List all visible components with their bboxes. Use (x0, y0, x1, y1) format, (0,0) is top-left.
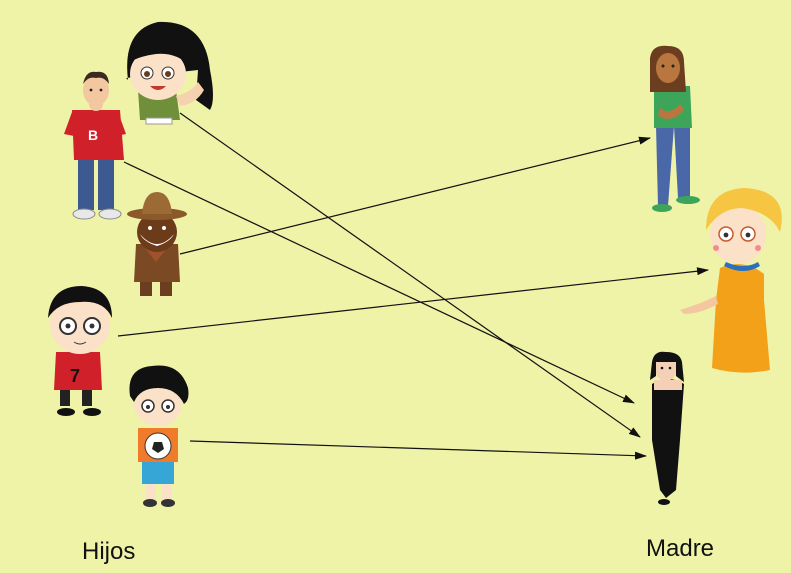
arrow-boy-glasses-to-woman-blonde-orange-dress (117, 267, 709, 337)
child-girl-black-hair[interactable] (126, 21, 213, 125)
mother-woman-black-dress[interactable] (650, 351, 684, 505)
child-boy-red-shirt-b[interactable]: B (64, 71, 126, 220)
arrow-boy-curly-hair-to-woman-black-dress (189, 440, 647, 460)
mothers-label: Madre (646, 535, 715, 562)
arrow-boy-cowboy-hat-to-woman-green-shirt (179, 136, 651, 255)
child-boy-cowboy-hat[interactable] (127, 192, 187, 296)
child-boy-glasses-red-shirt-7[interactable]: 7 (48, 286, 112, 416)
child-boy-curly-hair-soccer-ball[interactable] (129, 365, 189, 507)
shirt-number-7: 7 (70, 366, 80, 386)
children-label: Hijos (82, 538, 136, 565)
mother-woman-blonde-orange-dress[interactable] (680, 188, 782, 373)
shirt-letter-b: B (88, 127, 98, 143)
mother-woman-green-shirt[interactable] (650, 45, 700, 212)
arrow-girl-black-hair-to-woman-black-dress (179, 112, 641, 438)
arrow-boy-red-shirt-b-to-woman-black-dress (123, 161, 635, 404)
